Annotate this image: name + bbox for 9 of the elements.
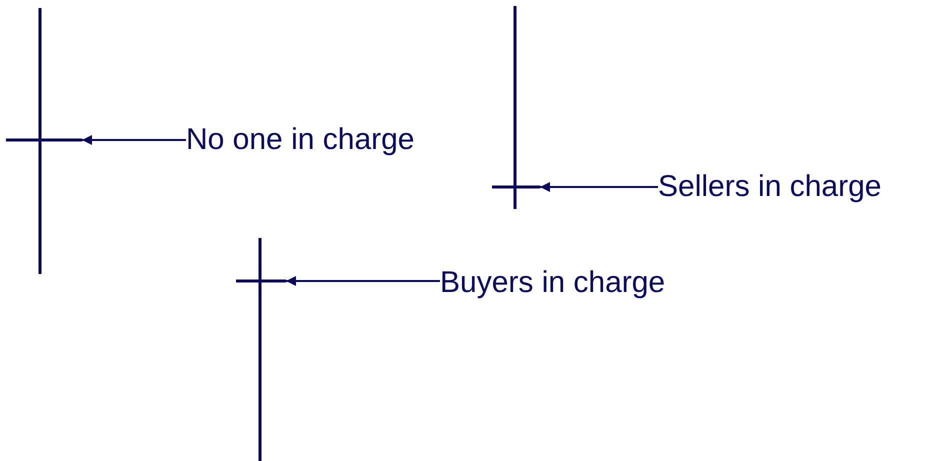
annotation-label: Buyers in charge	[440, 266, 666, 300]
arrow	[286, 276, 440, 286]
annotation-label: No one in charge	[186, 123, 414, 157]
annotation-label: Sellers in charge	[658, 170, 882, 204]
arrow	[540, 182, 658, 192]
arrow	[82, 135, 186, 145]
price-bar	[492, 6, 540, 209]
price-bar	[6, 8, 82, 274]
price-bar	[236, 238, 286, 461]
